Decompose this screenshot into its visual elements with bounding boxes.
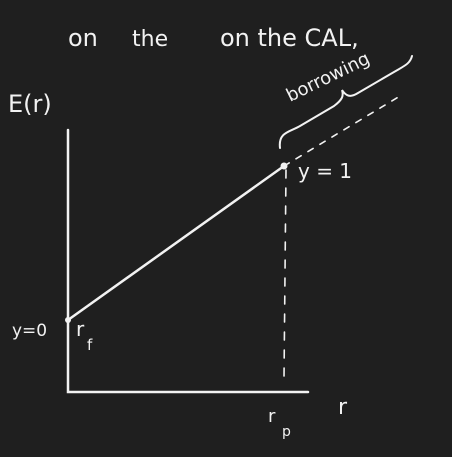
rp-weight-label: y = 1 — [298, 159, 352, 183]
rp-point — [280, 162, 288, 170]
rf-weight-label: y=0 — [12, 321, 47, 341]
rf-point — [65, 317, 71, 323]
rp-axis-label: r — [268, 406, 276, 427]
rp-dashed-guide — [283, 169, 287, 379]
rf-subscript: f — [87, 336, 93, 354]
header-text-the: the — [132, 27, 168, 52]
rp-axis-subscript: p — [282, 424, 291, 440]
borrowing-brace — [278, 55, 413, 149]
x-axis-label: r — [338, 395, 348, 420]
axes-lines — [66, 128, 310, 394]
cal-line — [66, 164, 286, 322]
header-text-cal: on the CAL, — [220, 24, 359, 52]
y-axis-label: E(r) — [8, 90, 52, 118]
rf-label: r — [76, 317, 85, 341]
borrowing-extension — [283, 95, 401, 167]
borrowing-label: borrowing — [283, 48, 373, 106]
header-text-on: on — [68, 24, 98, 52]
